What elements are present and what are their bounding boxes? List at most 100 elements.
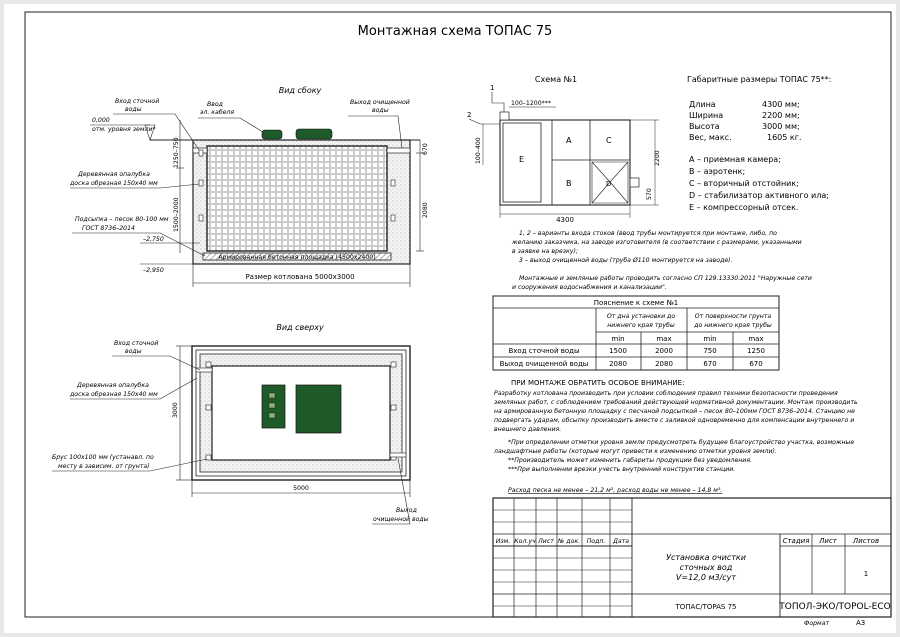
stamp-sheets-label: Листов [852, 537, 879, 545]
side-formwork-label-2: доска обрезная 150х40 мм [69, 179, 158, 187]
top-beam [390, 361, 397, 368]
side-level-1: –2,750 [143, 236, 164, 243]
note-3-line-2: и сооружения водоснабжения и канализации… [512, 283, 667, 291]
table-group-2-line-1: От поверхности грунта [695, 313, 772, 320]
stamp-format-value: А3 [856, 619, 865, 627]
legend-c: C – вторичный отстойник; [689, 179, 799, 188]
dimensions-block: Габаритные размеры ТОПАС 75**: Длина 430… [687, 75, 831, 142]
scheme-inlet-pipe [499, 111, 510, 121]
attention-p1-line: на армированную бетонную площадку с песч… [494, 407, 855, 415]
scheme-marker-1-leader [491, 92, 505, 112]
top-view: Вид сверху Вход сточной воды Деревянная … [52, 323, 429, 525]
scheme-inlet-dim: 100–1200*** [511, 100, 551, 107]
attention-p1-line: земляных работ, с соблюдением требований… [494, 398, 858, 406]
side-dim-right-full: 2080 [422, 202, 429, 218]
top-outlet-leader [372, 457, 411, 525]
chamber-c-label: C [606, 136, 612, 145]
side-pit-size: Размер котлована 5000х3000 [245, 273, 354, 281]
note-1-line-2: желанию заказчика, на заводе изготовител… [511, 239, 802, 246]
attention-block: ПРИ МОНТАЖЕ ОБРАТИТЬ ОСОБОЕ ВНИМАНИЕ: Ра… [493, 379, 858, 494]
side-inlet-label-1: Вход сточной [115, 98, 159, 105]
scheme-heading: Схема №1 [535, 75, 577, 84]
chamber-e-label: E [519, 155, 524, 164]
chamber-b-label: B [566, 179, 572, 188]
side-outlet-leader [348, 115, 403, 149]
legend-a: A – приемная камера; [689, 155, 781, 164]
top-lid-knob [268, 412, 276, 419]
side-sand-label-1: Подсыпка – песок 80-100 мм [75, 216, 169, 223]
table-sub-min: min [611, 335, 624, 343]
side-power-label-2: эл. кабеля [200, 108, 234, 116]
side-level-2: –2,950 [143, 267, 164, 274]
table-cell: 670 [703, 360, 716, 368]
side-power-leader [198, 117, 264, 133]
side-ground-level-label: отм. уровня земли* [92, 126, 156, 133]
table-group-2-line-2: до нижнего края трубы [693, 321, 772, 329]
table-row-label: Вход сточной воды [508, 347, 579, 355]
dim-height-label: Высота [689, 122, 720, 131]
legend-b: B – аэротенк; [689, 167, 745, 176]
side-ground-marker [144, 124, 156, 141]
side-lid-1 [261, 129, 283, 140]
table-cell: 1250 [747, 347, 765, 355]
top-outlet-pipe [389, 452, 407, 458]
side-tank-body [206, 145, 388, 252]
legend-d: D – стабилизатор активного ила; [689, 191, 829, 200]
attention-p2-line: ландшафтные работы (которые могут привес… [493, 447, 777, 455]
table-cell: 2000 [655, 347, 673, 355]
table-cell: 670 [749, 360, 762, 368]
attention-p2-line: ***При выполнении врезки учесть внутренн… [508, 466, 735, 473]
dim-width-value: 2200 мм; [762, 111, 800, 120]
top-beam-label-2: месту в зависим. от грунта) [58, 463, 150, 470]
legend-e: E – компрессорный отсек. [689, 203, 798, 212]
side-formwork-block [390, 214, 396, 222]
dim-length-label: Длина [689, 100, 716, 109]
scheme-marker-2: 2 [467, 111, 471, 119]
chamber-a-label: A [566, 136, 572, 145]
table-group-1-line-2: нижнего края трубы [607, 321, 675, 329]
side-formwork-block [198, 214, 204, 222]
stamp-name-line-3: V=12,0 м3/сут [676, 573, 736, 582]
drawing-title: Монтажная схема ТОПАС 75 [358, 24, 553, 39]
table-sub-max: max [656, 335, 671, 343]
stamp-col-sign: Подп. [587, 538, 606, 545]
dimensions-title: Габаритные размеры ТОПАС 75**: [687, 75, 831, 84]
top-width-value: 5000 [293, 485, 309, 492]
title-block: Изм. Кол.уч Лист № док. Подп. Дата Устан… [492, 497, 892, 627]
table-group-1-line-1: От дна установки до [607, 313, 675, 320]
stamp-col-sheet: Лист [537, 538, 554, 545]
side-inlet-leader [113, 113, 200, 151]
top-formwork-leader [70, 377, 198, 400]
side-outlet-label-1: Выход очищенной [350, 99, 410, 106]
stamp-company: ТОПОЛ-ЭКО/TOPOL-ECO [778, 602, 891, 612]
scheme-marker-2-leader [468, 118, 500, 125]
side-formwork-leader [70, 183, 200, 189]
side-slab-label: Армированная бетонная площадка (4500х240… [218, 253, 375, 261]
attention-p1-line: внешнего давления. [494, 426, 561, 433]
note-3-line-1: Монтажные и земляные работы проводить со… [519, 274, 812, 282]
table-cell: 750 [703, 347, 716, 355]
top-beam [390, 404, 397, 411]
dim-weight-value: 1605 кг. [767, 133, 801, 142]
top-beam [205, 454, 212, 461]
side-lid-2 [295, 128, 333, 140]
top-lid-knob [268, 392, 276, 399]
dim-weight-label: Вес, макс. [689, 133, 732, 142]
attention-heading: ПРИ МОНТАЖЕ ОБРАТИТЬ ОСОБОЕ ВНИМАНИЕ: [511, 379, 684, 387]
side-inlet-label-2: воды [125, 106, 142, 113]
scheme-1: Схема №1 E A B C D 1 2 100–1200*** 100–4… [467, 75, 661, 224]
table-cell: 2080 [655, 360, 673, 368]
scheme-right-dim: 2200 [654, 150, 661, 166]
top-lid-knob [268, 402, 276, 409]
chamber-legend: A – приемная камера; B – аэротенк; C – в… [689, 155, 829, 212]
side-view: Вид сбоку Армированная бетонная площадка… [69, 86, 429, 287]
attention-p2-line: *При определении отметки уровня земли пр… [508, 438, 854, 446]
side-formwork-label-1: Деревянная опалубка [77, 170, 150, 178]
top-pit-inner [195, 349, 407, 477]
top-beam [205, 361, 212, 368]
explanation-table: Пояснение к схеме №1 От дна установки до… [492, 295, 780, 371]
table-frame [492, 295, 780, 371]
stamp-sheets-value: 1 [864, 570, 868, 578]
top-height-value: 3000 [172, 402, 179, 418]
side-dim-top: 1250–750 [173, 137, 180, 168]
